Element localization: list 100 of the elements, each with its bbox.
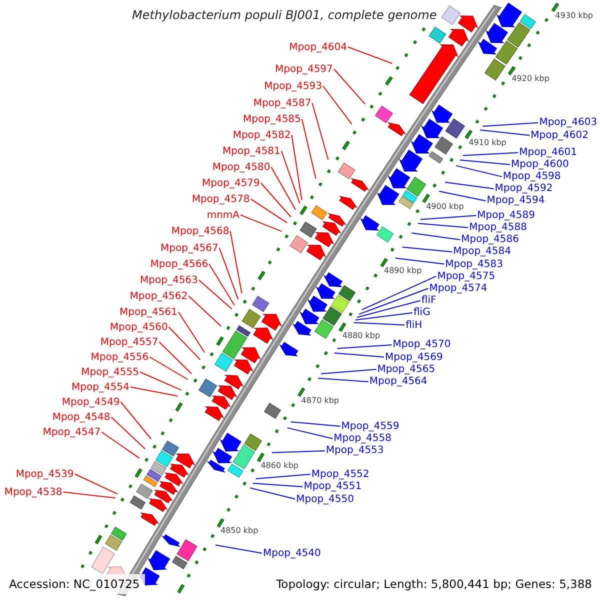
leader-line — [348, 46, 393, 64]
gene-label: Mpop_4566 — [150, 258, 208, 270]
gene-label: Mpop_4569 — [385, 352, 443, 363]
gene-label: Mpop_4578 — [192, 194, 250, 204]
leader-line — [362, 276, 437, 310]
leader-line — [291, 134, 302, 200]
leader-line — [271, 450, 326, 454]
leader-line — [250, 198, 288, 224]
leader-line — [320, 368, 377, 374]
scale-label: 4860 kbp — [260, 460, 298, 470]
leader-line — [240, 214, 282, 232]
gene-label: Mpop_4559 — [341, 420, 400, 432]
gene-label: Mpop_4603 — [539, 117, 598, 128]
gene-label: Mpop_4583 — [445, 258, 503, 270]
scale-label: 4910 kbp — [468, 138, 506, 147]
leader-line — [354, 312, 413, 320]
gene-label: Mpop_4564 — [369, 376, 428, 388]
leader-line — [208, 264, 235, 306]
scale-label: 4880 kbp — [342, 330, 380, 340]
gene-label: Mpop_4600 — [511, 159, 569, 170]
leader-line — [178, 312, 206, 353]
title: Methylobacterium populi BJ001, complete genome — [132, 8, 437, 22]
leader-line — [255, 474, 311, 480]
gene-label: Mpop_4565 — [377, 364, 436, 375]
leader-line — [101, 432, 140, 459]
gene-label: Mpop_4601 — [519, 147, 577, 158]
leader-line — [149, 356, 188, 380]
leader-line — [402, 246, 453, 252]
gene-label: Mpop_4538 — [4, 486, 62, 498]
gene-label: Mpop_4592 — [494, 183, 553, 194]
gene-label: Mpop_4557 — [100, 336, 158, 348]
gene-label: Mpop_4586 — [461, 234, 519, 246]
leader-line — [333, 68, 366, 105]
leader-line — [312, 102, 329, 160]
gene-label: Mpop_4539 — [16, 468, 74, 480]
gene-label: Mpop_4575 — [437, 270, 496, 282]
leader-line — [394, 258, 445, 264]
leader-line — [270, 166, 296, 210]
leader-line — [286, 427, 334, 440]
gene-label: Mpop_4602 — [530, 130, 588, 141]
gene-label: Mpop_4580 — [212, 162, 270, 172]
leader-line — [322, 86, 352, 125]
gene-label: Mpop_4593 — [264, 80, 322, 92]
leader-line — [411, 232, 461, 240]
leader-line — [480, 130, 530, 136]
leader-line — [353, 322, 406, 326]
gene-label: Mpop_4550 — [296, 494, 354, 504]
gene-label: Mpop_4585 — [243, 114, 301, 124]
leader-line — [140, 372, 182, 391]
leader-line — [301, 118, 316, 180]
gene-label: Mpop_4604 — [289, 42, 347, 52]
leader-line — [280, 150, 300, 204]
gene-label: Mpop_4547 — [42, 426, 101, 438]
leader-line — [214, 544, 262, 554]
gene-label: Mpop_4589 — [477, 210, 535, 221]
gene-label: Mpop_4588 — [469, 222, 527, 234]
gene-label: Mpop_4568 — [171, 226, 230, 236]
gene-label: Mpop_4560 — [110, 322, 168, 332]
scale-label: 4920 kbp — [512, 74, 550, 84]
gene-label: Mpop_4587 — [253, 98, 312, 108]
leader-line — [318, 378, 369, 382]
leader-line — [110, 416, 146, 450]
leader-line — [230, 230, 242, 294]
gene-label: Mpop_4552 — [311, 468, 370, 480]
leader-line — [158, 342, 192, 374]
leader-line — [462, 152, 519, 156]
gene-label: Mpop_4598 — [502, 171, 561, 182]
leader-line — [334, 352, 384, 358]
gene-label: Mpop_4549 — [62, 396, 120, 408]
gene-label: mnmA — [206, 210, 240, 220]
scale-label: 4930 kbp — [555, 10, 593, 20]
leader-line — [130, 386, 178, 396]
gene-label: Mpop_4584 — [453, 246, 511, 258]
gene-label: fliH — [406, 320, 422, 330]
leader-line — [482, 122, 539, 127]
scale-label: 4900 kbp — [426, 202, 464, 211]
gene-label: Mpop_4556 — [90, 352, 149, 362]
leader-line — [198, 280, 232, 310]
gene-label: Mpop_4597 — [275, 64, 333, 74]
gene-label: fliG — [414, 307, 430, 318]
gene-label: Mpop_4540 — [263, 548, 321, 559]
leader-line — [418, 222, 469, 228]
leader-line — [358, 288, 429, 315]
gene-label: Mpop_4594 — [486, 195, 545, 206]
gene-label: Mpop_4558 — [334, 433, 392, 444]
leader-line — [336, 344, 392, 349]
gene-label: fliF — [421, 295, 436, 306]
leader-line — [420, 215, 477, 220]
leader-line — [252, 482, 304, 488]
gene-label: Mpop_4562 — [130, 290, 188, 302]
leader-line — [260, 182, 292, 218]
leader-line — [290, 421, 341, 427]
gene-label: Mpop_4582 — [232, 130, 291, 140]
gene-label: Mpop_4555 — [81, 366, 139, 378]
leader-line — [459, 160, 510, 166]
leader-line — [188, 296, 222, 327]
gene-label: Mpop_4579 — [202, 178, 260, 188]
gene-label: Mpop_4561 — [120, 306, 178, 318]
gene-label: Mpop_4570 — [392, 339, 451, 350]
gene-label: Mpop_4563 — [140, 274, 198, 286]
